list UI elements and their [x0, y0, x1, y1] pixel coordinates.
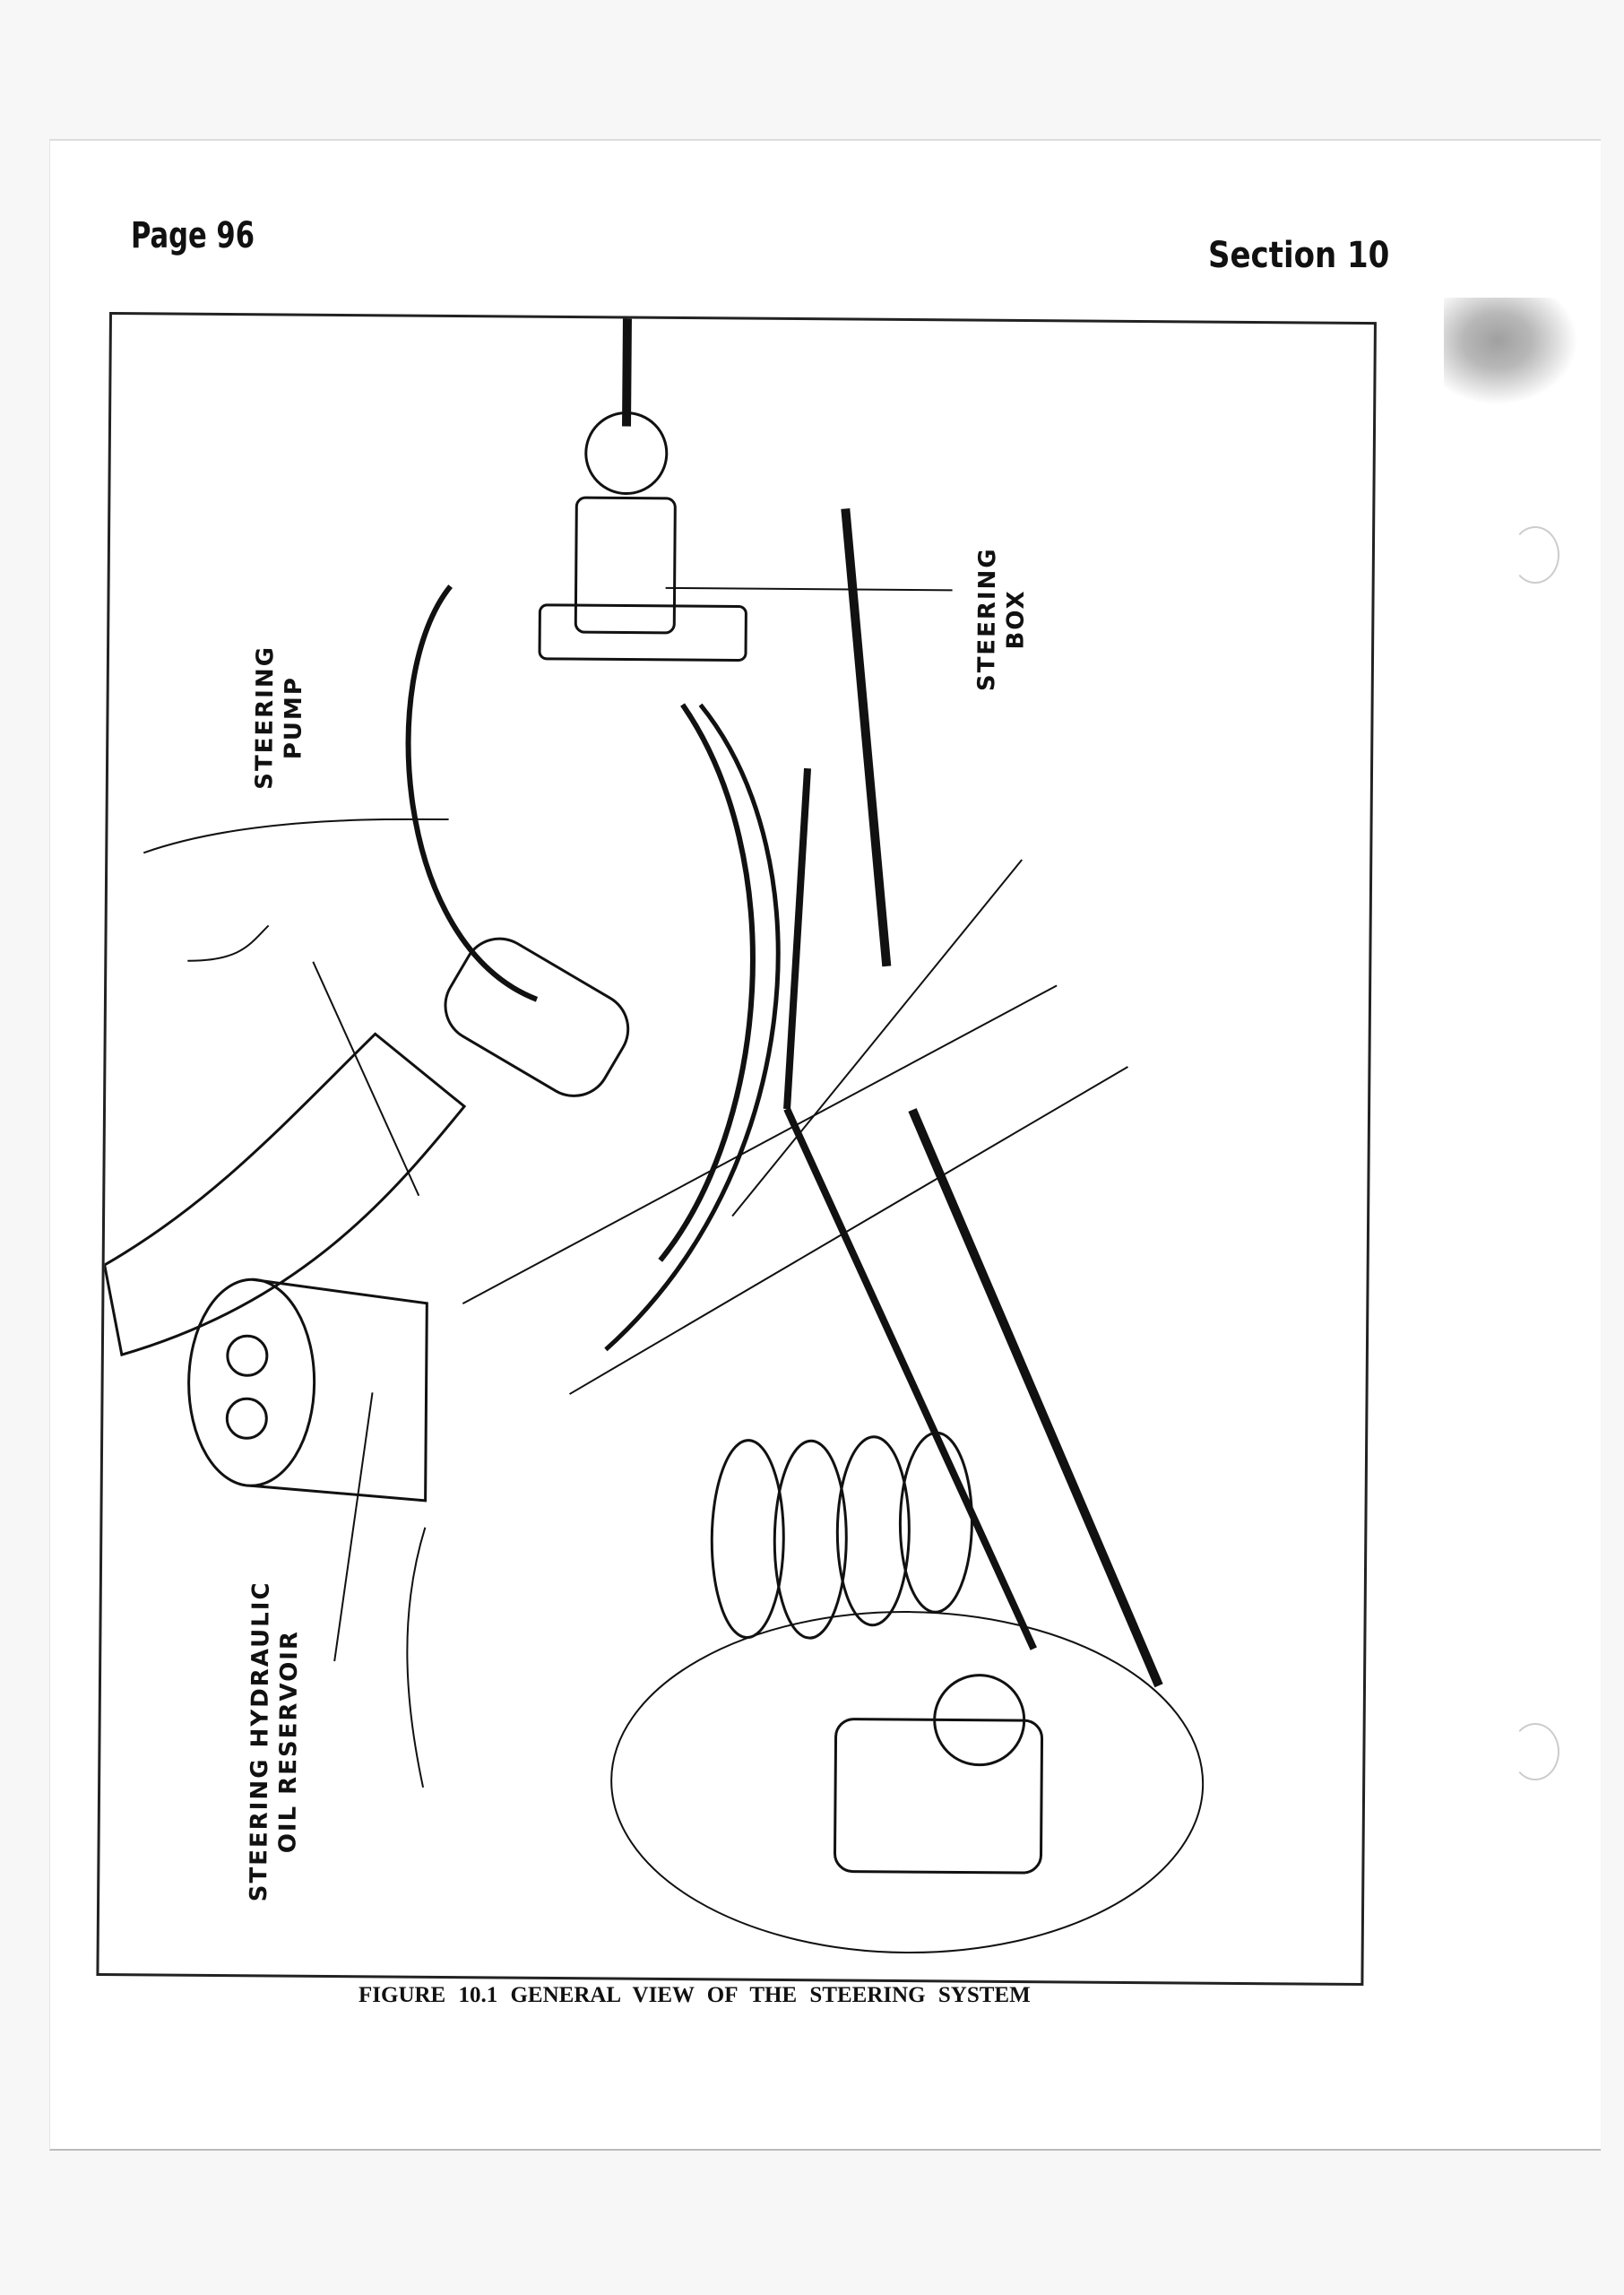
- stain-mark: [1444, 298, 1578, 405]
- track-rod: [908, 1108, 1163, 1688]
- brake-caliper: [834, 1718, 1044, 1875]
- steering-column: [622, 318, 632, 427]
- reservoir-end: [187, 1277, 316, 1487]
- hydraulic-hose: [658, 703, 756, 1262]
- brake-disc: [610, 1611, 1205, 1954]
- drag-link: [841, 508, 892, 967]
- leader-pump: [312, 961, 420, 1197]
- section-heading: Section 10: [1208, 235, 1390, 276]
- steering-pump-body: [444, 937, 630, 1097]
- hydraulic-hose: [405, 585, 539, 1002]
- punch-hole: [1511, 526, 1559, 584]
- coil-spring: [710, 1431, 973, 1640]
- figure-caption: FIGURE 10.1 GENERAL VIEW OF THE STEERING…: [358, 1983, 1031, 2007]
- column-coupling: [584, 411, 669, 496]
- leader-reservoir: [333, 1392, 374, 1662]
- leader-box: [665, 586, 953, 592]
- idler-arm: [783, 1107, 1037, 1650]
- punch-hole: [1511, 1723, 1559, 1780]
- steering-system-illustration: [102, 318, 1205, 1954]
- steering-box-body: [574, 496, 677, 635]
- page-number: Page 96: [131, 215, 255, 256]
